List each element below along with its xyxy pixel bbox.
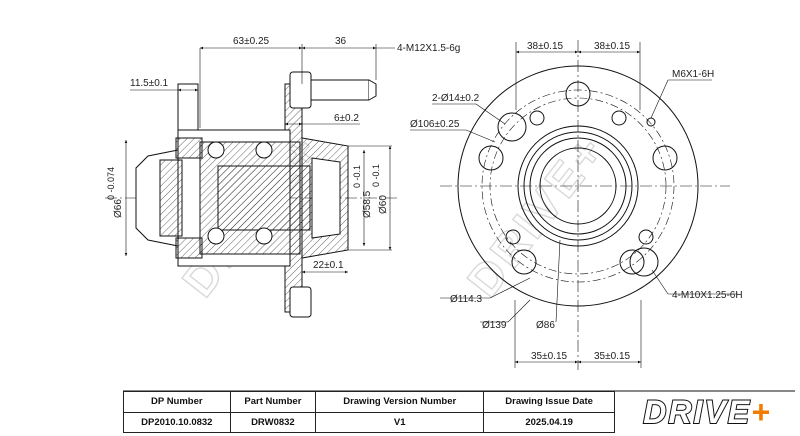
dim-stud-thread: 4-M12X1.5-6g [397,43,460,54]
side-view-dim-texts: 63±0.25 36 4-M12X1.5-6g 11.5±0.1 6±0.2 2… [106,36,460,271]
header-version: Drawing Version Number [315,391,485,413]
center-bore-outer [517,125,639,247]
logo-text-sep: I [692,393,705,431]
dim-bottom-left: 35±0.15 [531,351,568,362]
thread-hole [529,110,545,126]
dim-pilot-tol: 0 -0.1 [352,165,362,188]
dim-outer-diameter: Ø139 [482,320,507,331]
value-part-number: DRW0832 [229,411,317,433]
stud-hole [565,81,591,107]
bearing-ball [255,141,273,159]
dim-stud-length: 36 [335,36,347,47]
thread-hole [505,229,521,245]
dim-outer-diameter-tol: 0 -0.074 [106,167,116,200]
header-dp-number: DP Number [123,391,231,413]
stud-hole [511,249,537,275]
dim-hub-tol: 0 -0.1 [371,164,381,187]
title-block: DP Number Part Number Drawing Version Nu… [123,391,615,433]
header-issue-date: Drawing Issue Date [483,391,615,413]
center-bore-inner [539,147,617,225]
bearing-ball [207,227,225,245]
thread-hole [611,110,627,126]
stud-hole [652,145,678,171]
stud-top [289,71,312,109]
dim-pilot-diameter: Ø58.5 [362,190,373,218]
drive-logo: DR I VE + [620,392,795,432]
m6-hole [646,117,656,127]
front-view-dim-texts: 38±0.15 38±0.15 M6X1-6H 2-Ø14±0.2 Ø106±0… [410,41,743,362]
dim-bottom-right: 35±0.15 [594,351,631,362]
stud-hole [619,249,645,275]
side-view-dimensions [124,44,395,274]
dim-top-right: 38±0.15 [594,41,631,52]
logo-text-2: VE [703,393,752,431]
bearing-ball [207,141,225,159]
side-view [105,71,400,318]
title-block-value-row: DP2010.10.0832 DRW0832 V1 2025.04.19 [123,411,615,433]
relief-hole [497,112,527,142]
dim-outer-diameter: Ø66 [113,199,124,218]
title-block-header-row: DP Number Part Number Drawing Version Nu… [123,391,615,413]
value-version: V1 [315,411,485,433]
dim-holes: 2-Ø14±0.2 [432,93,480,104]
front-view [440,40,730,370]
dim-flange-thickness: 6±0.2 [334,113,359,124]
front-view-dimensions [410,42,738,368]
relief-hole [629,247,659,277]
dim-flange-offset: 11.5±0.1 [130,78,169,89]
dim-mount-thread: 4-M10X1.25-6H [672,290,743,301]
header-part-number: Part Number [229,391,317,413]
dim-overall-length: 63±0.25 [233,36,270,47]
stud-hole [478,145,504,171]
stud-bottom [289,286,312,318]
dim-pilot-depth: 22±0.1 [313,260,344,271]
flange-outer [457,65,699,307]
dim-hub-diameter: Ø60 [378,195,389,214]
dim-center-bore: Ø86 [536,320,555,331]
dim-bolt-circle-pcd: Ø114.3 [450,294,482,305]
logo-plus: + [751,393,772,430]
dim-small-thread: M6X1-6H [672,69,714,80]
bearing-ball [255,227,273,245]
value-dp-number: DP2010.10.0832 [123,411,231,433]
dim-top-left: 38±0.15 [527,41,564,52]
logo-text-1: DR [642,393,694,431]
dim-bolt-circle-small: Ø106±0.25 [410,119,460,130]
value-issue-date: 2025.04.19 [483,411,615,433]
thread-hole [638,229,654,245]
